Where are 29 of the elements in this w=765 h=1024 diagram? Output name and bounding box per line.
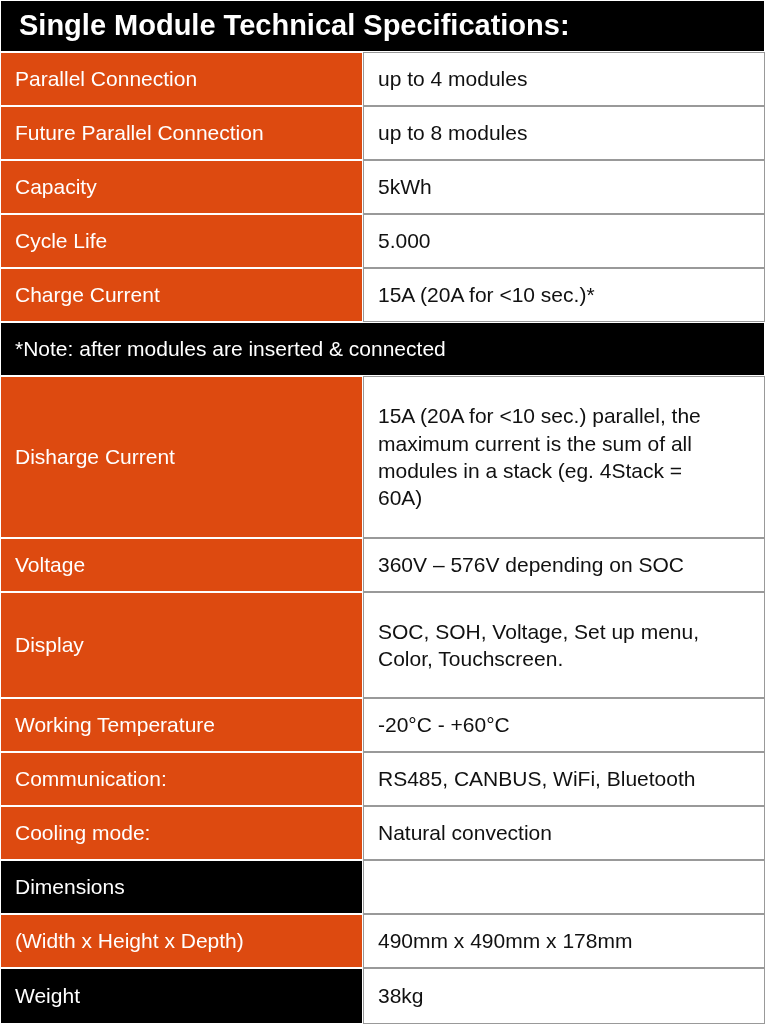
spec-value-cell: SOC, SOH, Voltage, Set up menu, Color, Touchscreen.	[363, 592, 765, 698]
spec-label-cell: Working Temperature	[0, 698, 363, 752]
spec-label-cell: Voltage	[0, 538, 363, 592]
spec-value-cell: 5kWh	[363, 160, 765, 214]
spec-value-cell: 490mm x 490mm x 178mm	[363, 914, 765, 968]
spec-label-cell: Future Parallel Connection	[0, 106, 363, 160]
spec-value-cell: up to 8 modules	[363, 106, 765, 160]
spec-label-cell: Cooling mode:	[0, 806, 363, 860]
note-banner: *Note: after modules are inserted & connected	[0, 322, 765, 376]
spec-value-cell: 5.000	[363, 214, 765, 268]
spec-label-cell: Parallel Connection	[0, 52, 363, 106]
spec-label-cell: (Width x Height x Depth)	[0, 914, 363, 968]
spec-value-cell: 15A (20A for <10 sec.) parallel, the maximum current is the sum of all modules in a stack (eg. 4Stack = 60A)	[363, 376, 765, 538]
header-cell: Weight	[0, 968, 363, 1024]
spec-label-cell: Communication:	[0, 752, 363, 806]
spec-value-cell: RS485, CANBUS, WiFi, Bluetooth	[363, 752, 765, 806]
spec-label-cell: Display	[0, 592, 363, 698]
spec-label-cell: Charge Current	[0, 268, 363, 322]
spec-value-cell: 15A (20A for <10 sec.)*	[363, 268, 765, 322]
spec-value-cell: -20°C - +60°C	[363, 698, 765, 752]
spec-value-cell: 38kg	[363, 968, 765, 1024]
spec-label-cell: Capacity	[0, 160, 363, 214]
spec-value-cell: Natural convection	[363, 806, 765, 860]
spec-label-cell: Cycle Life	[0, 214, 363, 268]
header-cell: Dimensions	[0, 860, 363, 914]
spec-value-cell: 360V – 576V depending on SOC	[363, 538, 765, 592]
spec-label-cell: Disharge Current	[0, 376, 363, 538]
table-title: Single Module Technical Specifications:	[0, 0, 765, 52]
spec-value-cell: up to 4 modules	[363, 52, 765, 106]
